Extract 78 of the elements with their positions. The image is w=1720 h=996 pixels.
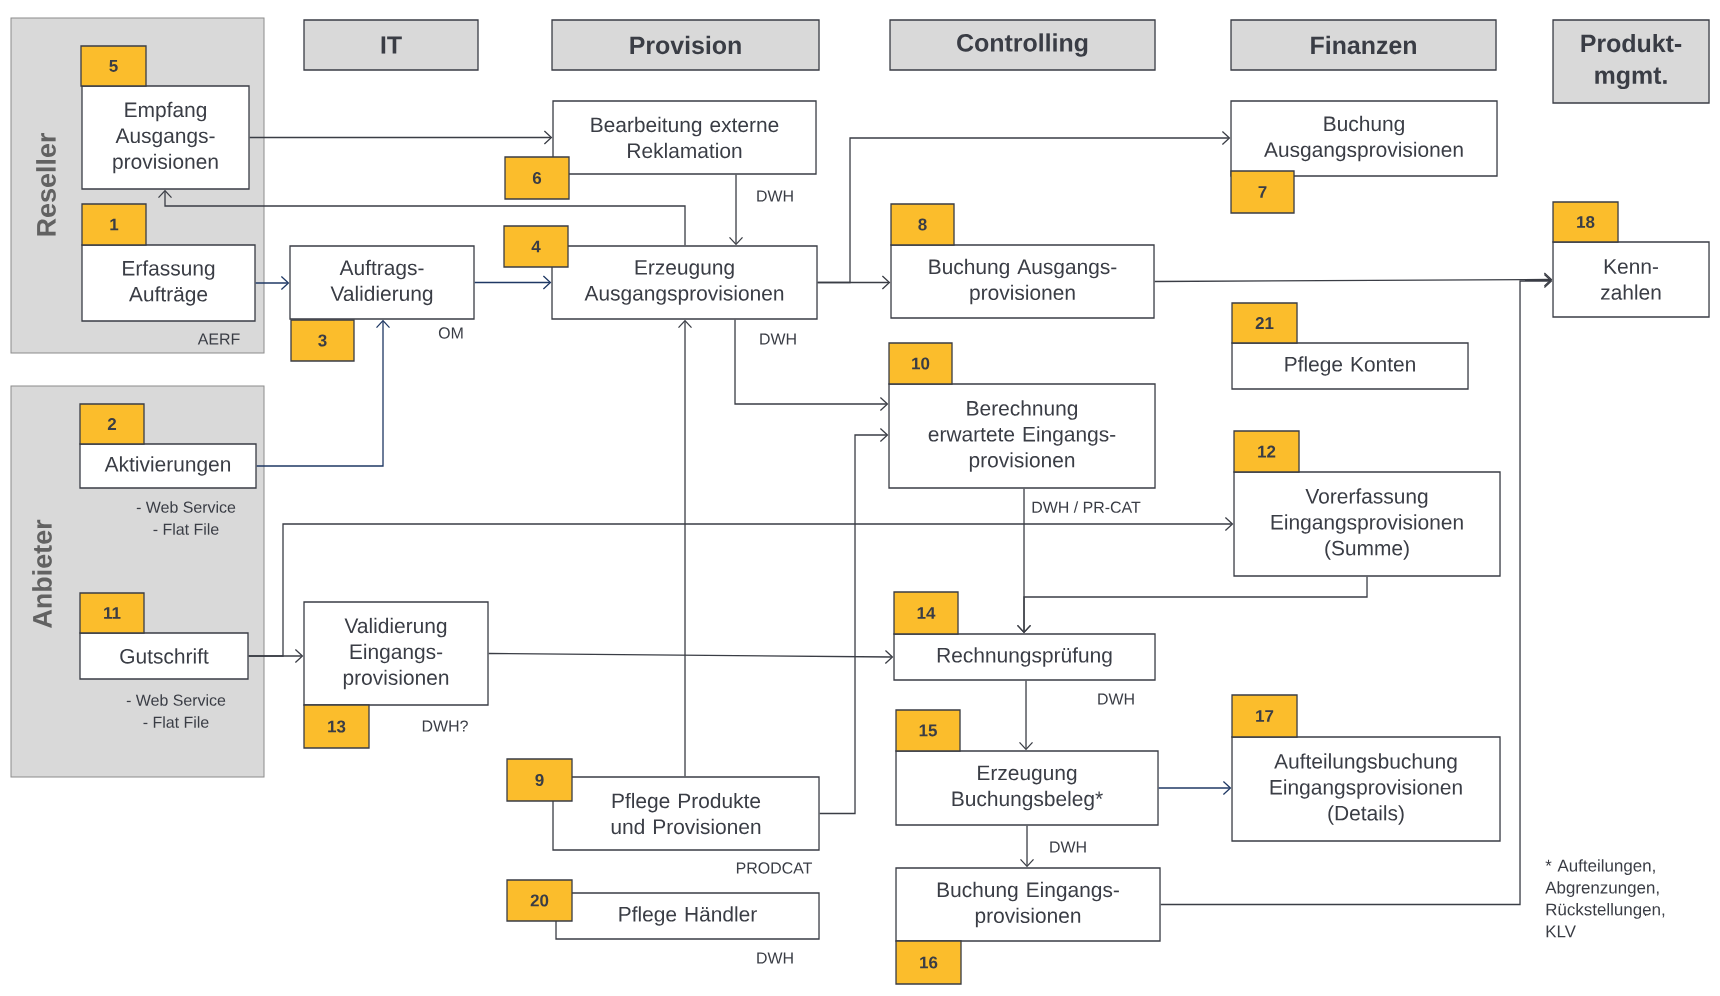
- arrow: [488, 649, 894, 665]
- number-badge: 9: [506, 758, 573, 802]
- process-box: Vorerfassung Eingangsprovisionen (Summe): [1233, 471, 1501, 577]
- process-box: Erzeugung Buchungsbeleg*: [895, 750, 1159, 826]
- number-badge: 7: [1230, 170, 1295, 214]
- process-box: Pflege Produkte und Provisionen: [552, 776, 820, 851]
- arrow: [1158, 780, 1232, 796]
- arrow: [255, 275, 290, 291]
- number-badge: 18: [1552, 201, 1619, 243]
- number-badge: 1: [81, 203, 147, 246]
- process-box: Pflege Konten: [1231, 342, 1469, 390]
- number-badge: 6: [504, 156, 570, 200]
- system-label: - Flat File: [143, 716, 209, 728]
- process-box: Erzeugung Ausgangsprovisionen: [551, 245, 818, 320]
- process-box: Berechnung erwartete Eingangs- provisionen: [888, 383, 1156, 489]
- number-badge: 4: [503, 225, 569, 268]
- arrow: [249, 130, 553, 145]
- column-header: Provision: [551, 19, 820, 71]
- process-box: Bearbeitung externe Reklamation: [552, 100, 817, 175]
- arrow: [1160, 273, 1553, 906]
- process-box: Auftrags- Validierung: [289, 245, 475, 320]
- number-badge: 3: [290, 319, 355, 362]
- process-box: Buchung Eingangs- provisionen: [895, 867, 1161, 942]
- process-box: Empfang Ausgangs- provisionen: [81, 85, 250, 190]
- number-badge: 12: [1233, 430, 1300, 473]
- arrow: [1019, 825, 1035, 868]
- number-badge: 8: [890, 203, 955, 246]
- column-header: Produkt- mgmt.: [1552, 19, 1710, 104]
- system-label: AERF: [197, 333, 240, 345]
- system-label: DWH / PR-CAT: [1032, 501, 1141, 513]
- arrow: [157, 189, 686, 246]
- system-label: DWH?: [422, 720, 468, 732]
- process-box: Aktivierungen: [79, 443, 257, 489]
- process-box: Gutschrift: [79, 632, 249, 680]
- number-badge: 11: [79, 592, 145, 634]
- number-badge: 13: [303, 704, 370, 749]
- arrow: [819, 427, 889, 815]
- arrow: [248, 648, 304, 664]
- arrow: [817, 275, 891, 290]
- process-box: Pflege Händler: [555, 892, 820, 940]
- number-badge: 2: [79, 403, 145, 445]
- system-label: DWH: [757, 952, 793, 964]
- number-badge: 14: [893, 591, 959, 635]
- arrow: [1154, 272, 1553, 287]
- process-box: Buchung Ausgangsprovisionen: [1230, 100, 1498, 177]
- system-label: DWH: [760, 333, 796, 345]
- arrow: [1018, 680, 1034, 751]
- system-label: OM: [438, 327, 463, 339]
- process-box: Erfassung Aufträge: [81, 244, 256, 322]
- system-label: DWH: [757, 190, 793, 202]
- system-label: - Flat File: [153, 523, 219, 535]
- number-badge: 15: [895, 709, 961, 752]
- number-badge: 17: [1231, 694, 1298, 738]
- number-badge: 21: [1231, 302, 1298, 344]
- system-label: DWH: [1098, 693, 1134, 705]
- number-badge: 16: [895, 940, 962, 985]
- arrow: [256, 319, 391, 467]
- arrow: [734, 319, 889, 412]
- column-header: Controlling: [889, 19, 1156, 71]
- system-label: DWH: [1050, 841, 1086, 853]
- system-label: PRODCAT: [736, 862, 812, 874]
- column-header: Finanzen: [1230, 19, 1497, 71]
- number-badge: 10: [888, 342, 953, 385]
- system-label: - Web Service: [136, 501, 236, 513]
- arrow: [728, 174, 744, 246]
- number-badge: 20: [506, 879, 573, 922]
- process-box: Kenn- zahlen: [1552, 241, 1710, 318]
- arrow: [1016, 576, 1368, 634]
- process-box: Buchung Ausgangs- provisionen: [890, 244, 1155, 319]
- arrow: [677, 319, 693, 777]
- process-box: Validierung Eingangs- provisionen: [303, 601, 489, 706]
- footnote: * Aufteilungen, Abgrenzungen, Rückstellungen, KLV: [1545, 859, 1665, 938]
- process-box: Aufteilungsbuchung Eingangsprovisionen (Details): [1231, 736, 1501, 842]
- arrow: [474, 275, 552, 290]
- process-box: Rechnungsprüfung: [893, 633, 1156, 681]
- number-badge: 5: [80, 45, 147, 87]
- system-label: - Web Service: [126, 694, 226, 706]
- column-header: IT: [303, 19, 479, 71]
